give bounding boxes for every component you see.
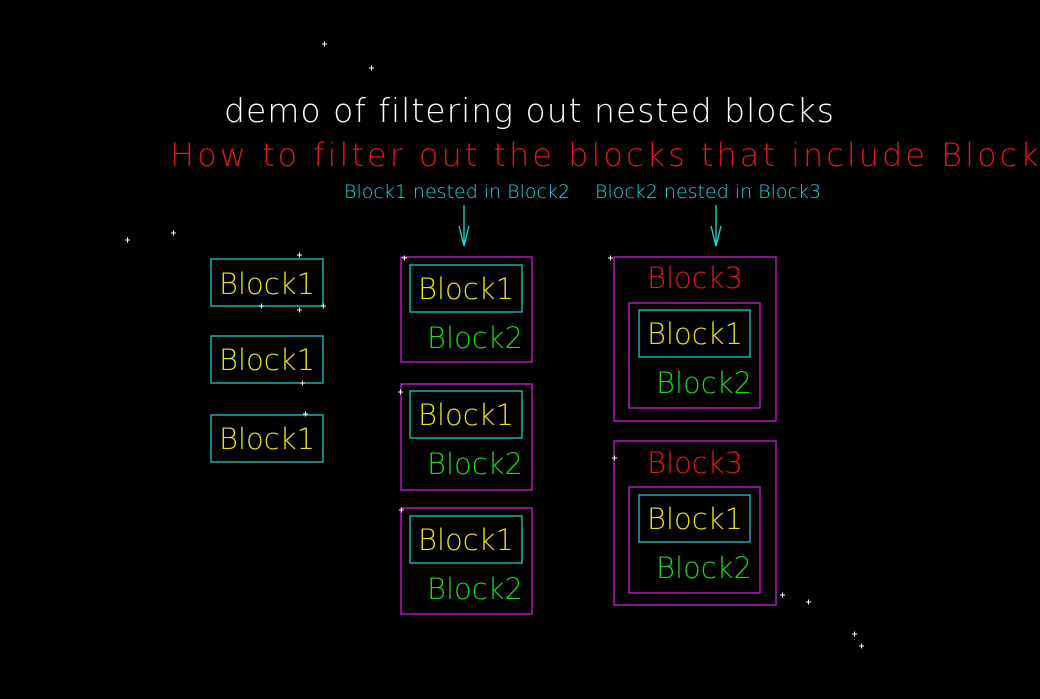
block3-with-block2[interactable]: Block3 Block1 Block2 <box>613 256 777 422</box>
grip-marker <box>321 303 326 309</box>
annotation-right-arrowhead <box>710 225 722 247</box>
block1-frame <box>210 414 324 463</box>
block1-standalone[interactable]: Block1 <box>210 335 324 384</box>
block2-label: Block2 <box>656 366 752 400</box>
block1-frame <box>409 264 523 313</box>
block2-with-block1[interactable]: Block1 Block2 <box>400 507 533 615</box>
grip-markers <box>125 41 864 649</box>
grip-marker <box>859 643 864 649</box>
grip-marker <box>402 255 407 261</box>
block2-label: Block2 <box>427 447 523 481</box>
grip-marker <box>398 389 403 395</box>
grip-marker <box>125 237 130 243</box>
annotation-left-text: Block1 nested in Block2 <box>344 181 570 203</box>
block1-frame <box>409 390 523 439</box>
grip-marker <box>780 592 785 598</box>
block2-label: Block2 <box>427 572 523 606</box>
block1-label: Block1 <box>219 422 315 456</box>
block1-label: Block1 <box>647 502 743 536</box>
block1-label: Block1 <box>418 272 514 306</box>
block1-frame <box>638 309 751 358</box>
block2-with-block1[interactable]: Block1 Block2 <box>400 256 533 363</box>
block3-frame <box>613 256 777 422</box>
grip-marker <box>259 303 264 309</box>
drawing-question: How to filter out the blocks that includ… <box>170 136 1040 174</box>
annotation-right-text: Block2 nested in Block3 <box>595 181 821 203</box>
block2-frame <box>628 486 761 594</box>
block1-label: Block1 <box>219 343 315 377</box>
block1-label: Block1 <box>219 267 315 301</box>
block1-label: Block1 <box>647 317 743 351</box>
block3-frame <box>613 440 777 606</box>
grip-marker <box>297 307 302 313</box>
grip-marker <box>806 599 811 605</box>
block2-label: Block2 <box>427 321 523 355</box>
grip-marker <box>399 507 404 513</box>
block2-frame <box>628 302 761 409</box>
grip-marker <box>303 411 308 417</box>
block3-label: Block3 <box>647 446 743 480</box>
grip-marker <box>171 230 176 236</box>
grip-marker <box>369 65 374 71</box>
block2-frame <box>400 507 533 615</box>
block1-frame <box>210 335 324 384</box>
annotation-left-arrowhead <box>458 225 470 247</box>
block3-label: Block3 <box>647 261 743 295</box>
grip-marker <box>297 252 302 258</box>
drawing-title: demo of filtering out nested blocks <box>224 91 835 130</box>
block1-frame <box>638 494 751 543</box>
block1-standalone[interactable]: Block1 <box>210 414 324 463</box>
block3-with-block2[interactable]: Block3 Block1 Block2 <box>613 440 777 606</box>
block1-label: Block1 <box>418 523 514 557</box>
grip-marker <box>852 631 857 637</box>
annotation-right: Block2 nested in Block3 <box>595 181 821 247</box>
block1-frame <box>409 515 523 564</box>
block1-label: Block1 <box>418 398 514 432</box>
annotation-left: Block1 nested in Block2 <box>344 181 570 247</box>
block2-with-block1[interactable]: Block1 Block2 <box>400 383 533 491</box>
block1-frame <box>210 258 324 307</box>
grip-marker <box>608 255 613 261</box>
block2-label: Block2 <box>656 551 752 585</box>
block2-frame <box>400 256 533 363</box>
block2-frame <box>400 383 533 491</box>
grip-marker <box>322 41 327 47</box>
grip-marker <box>300 380 305 386</box>
grip-marker <box>612 455 617 461</box>
block1-standalone[interactable]: Block1 <box>210 258 324 307</box>
